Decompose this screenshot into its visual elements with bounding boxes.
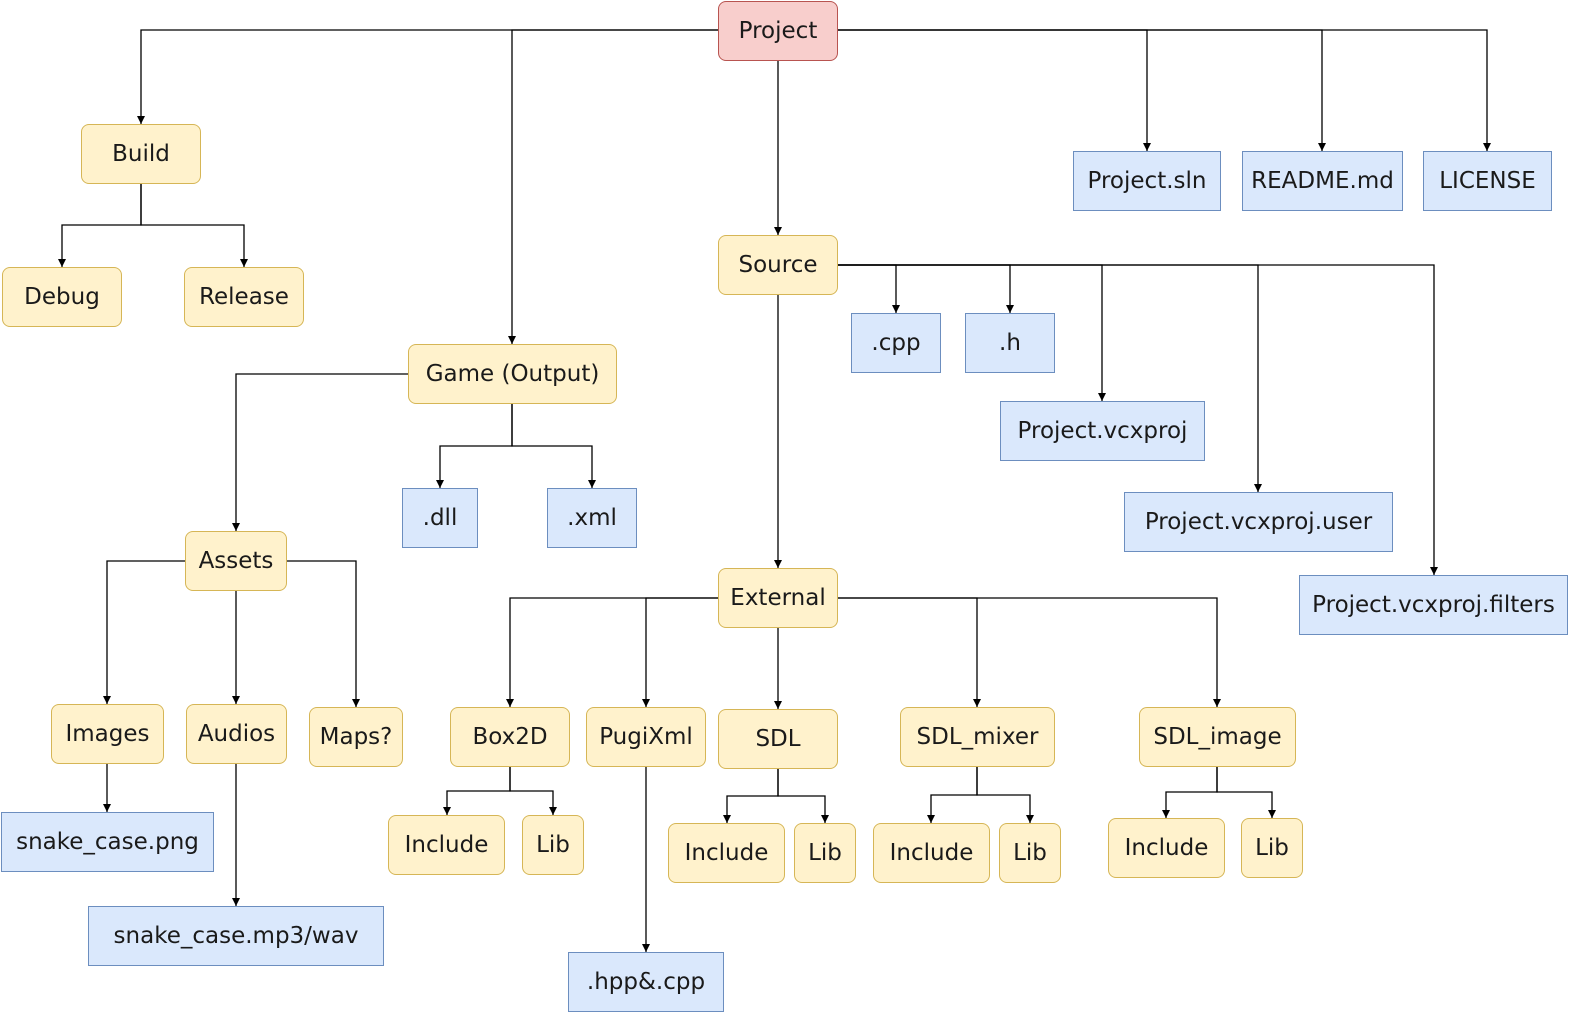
sdl-mixer-include-folder-node[interactable]: Include	[873, 823, 990, 883]
game-output-folder-node[interactable]: Game (Output)	[408, 344, 617, 404]
snake-case-audio-file-node[interactable]: snake_case.mp3/wav	[88, 906, 384, 966]
connector-source-to-h	[838, 264, 1014, 313]
connector-external-to-pugixml	[642, 597, 718, 707]
connector-sdl-to-lib	[777, 769, 829, 823]
connector-project-to-readme	[838, 29, 1326, 151]
readme-file-node[interactable]: README.md	[1242, 151, 1403, 211]
connector-external-to-sdlmixer	[838, 597, 981, 707]
connector-box2d-to-include	[443, 767, 511, 815]
connector-project-to-license	[838, 29, 1491, 151]
sdl-image-folder-node[interactable]: SDL_image	[1139, 707, 1296, 767]
build-folder-node[interactable]: Build	[81, 124, 201, 184]
license-file-node[interactable]: LICENSE	[1423, 151, 1552, 211]
connector-external-to-sdlimage	[838, 597, 1221, 707]
connector-build-to-release	[140, 184, 248, 267]
xml-file-node[interactable]: .xml	[547, 488, 637, 548]
sln-file-node[interactable]: Project.sln	[1073, 151, 1221, 211]
vcxproj-user-file-node[interactable]: Project.vcxproj.user	[1124, 492, 1393, 552]
sdl-include-folder-node[interactable]: Include	[668, 823, 785, 883]
connector-project-to-game	[508, 29, 718, 344]
cpp-file-node[interactable]: .cpp	[851, 313, 941, 373]
sdl-mixer-lib-folder-node[interactable]: Lib	[999, 823, 1061, 883]
connector-assets-to-images	[103, 560, 185, 704]
pugixml-folder-node[interactable]: PugiXml	[586, 707, 706, 767]
assets-folder-node[interactable]: Assets	[185, 531, 287, 591]
vcxproj-filters-file-node[interactable]: Project.vcxproj.filters	[1299, 575, 1568, 635]
audios-folder-node[interactable]: Audios	[186, 704, 287, 764]
connector-box2d-to-lib	[509, 767, 557, 815]
connector-game-to-xml	[511, 404, 596, 488]
connector-game-to-assets	[232, 373, 408, 531]
connector-assets-to-maps	[287, 560, 360, 707]
dll-file-node[interactable]: .dll	[402, 488, 478, 548]
connector-external-to-box2d	[506, 597, 718, 707]
project-root-node[interactable]: Project	[718, 1, 838, 61]
connector-sdl-to-include	[723, 769, 779, 823]
maps-folder-node[interactable]: Maps?	[309, 707, 403, 767]
box2d-lib-folder-node[interactable]: Lib	[522, 815, 584, 875]
box2d-folder-node[interactable]: Box2D	[450, 707, 570, 767]
connector-source-to-vcxprojfilters	[838, 264, 1438, 575]
sdl-folder-node[interactable]: SDL	[718, 709, 838, 769]
box2d-include-folder-node[interactable]: Include	[388, 815, 505, 875]
vcxproj-file-node[interactable]: Project.vcxproj	[1000, 401, 1205, 461]
connector-sdlimage-to-include	[1162, 767, 1218, 818]
connector-sdlmixer-to-lib	[976, 767, 1034, 823]
connector-sdlmixer-to-include	[927, 767, 978, 823]
connector-source-to-cpp	[838, 264, 900, 313]
external-folder-node[interactable]: External	[718, 568, 838, 628]
debug-folder-node[interactable]: Debug	[2, 267, 122, 327]
connector-project-to-build	[137, 29, 718, 124]
sdl-mixer-folder-node[interactable]: SDL_mixer	[900, 707, 1055, 767]
release-folder-node[interactable]: Release	[184, 267, 304, 327]
images-folder-node[interactable]: Images	[51, 704, 164, 764]
connector-sdlimage-to-lib	[1216, 767, 1276, 818]
connector-game-to-dll	[436, 404, 513, 488]
sdl-image-lib-folder-node[interactable]: Lib	[1241, 818, 1303, 878]
snake-case-png-file-node[interactable]: snake_case.png	[1, 812, 214, 872]
hpp-cpp-file-node[interactable]: .hpp&.cpp	[568, 952, 724, 1012]
connector-project-to-sln	[838, 29, 1151, 151]
h-file-node[interactable]: .h	[965, 313, 1055, 373]
source-folder-node[interactable]: Source	[718, 235, 838, 295]
sdl-image-include-folder-node[interactable]: Include	[1108, 818, 1225, 878]
sdl-lib-folder-node[interactable]: Lib	[794, 823, 856, 883]
connector-build-to-debug	[58, 184, 142, 267]
